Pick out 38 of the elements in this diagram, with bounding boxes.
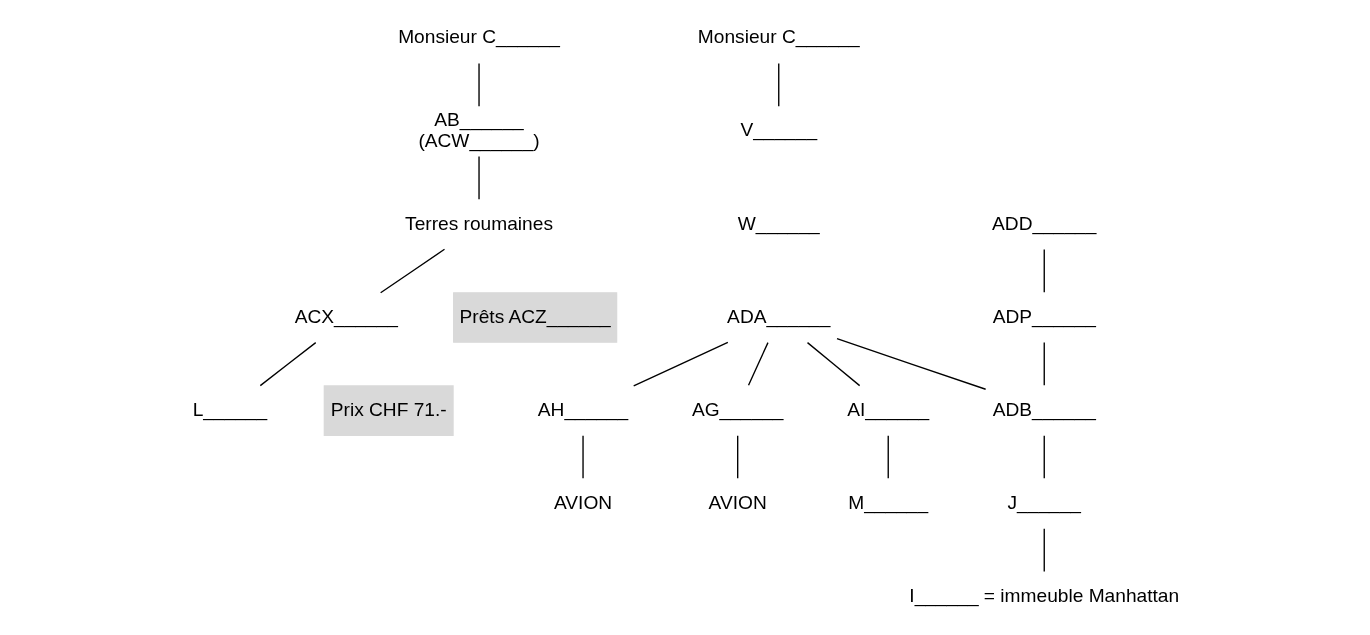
node-text: M______ xyxy=(848,491,929,513)
node-text: AB______ (ACW______) xyxy=(418,109,540,151)
connector xyxy=(1043,434,1045,480)
node-text: AG______ xyxy=(691,398,784,420)
connector xyxy=(478,62,480,107)
node-text: AVION xyxy=(553,491,613,513)
connector xyxy=(747,341,769,386)
node-box: Prix CHF 71.- xyxy=(323,385,454,436)
connector xyxy=(582,434,584,480)
node-text: ADA______ xyxy=(727,305,831,327)
node-text: ADD______ xyxy=(992,212,1097,234)
connector xyxy=(1043,528,1045,573)
node-text: ADB______ xyxy=(992,398,1096,420)
connector xyxy=(379,248,446,294)
node-text: V______ xyxy=(740,119,818,141)
connector xyxy=(478,155,480,200)
node-text: AH______ xyxy=(537,398,629,420)
connector xyxy=(887,434,889,480)
connector xyxy=(836,338,987,390)
node-text: L______ xyxy=(192,398,268,420)
connector xyxy=(806,341,861,387)
connector xyxy=(633,341,729,387)
node-text: ADP______ xyxy=(992,305,1096,327)
connector xyxy=(1043,341,1045,386)
node-text: W______ xyxy=(737,212,820,234)
connector xyxy=(737,434,739,480)
node-text: AVION xyxy=(708,491,767,513)
node-text: Terres roumaines xyxy=(405,212,553,234)
node-text: ACX______ xyxy=(294,305,398,327)
connector xyxy=(778,62,780,107)
node-text: AI______ xyxy=(847,398,930,420)
node-text: Monsieur C______ xyxy=(697,26,860,48)
node-text: Monsieur C______ xyxy=(398,26,560,48)
node-text: J______ xyxy=(1007,491,1081,513)
node-text: I______ = immeuble Manhattan xyxy=(909,584,1180,606)
connector xyxy=(1043,248,1045,293)
connector xyxy=(259,341,317,387)
node-box: Prêts ACZ______ xyxy=(453,292,618,343)
